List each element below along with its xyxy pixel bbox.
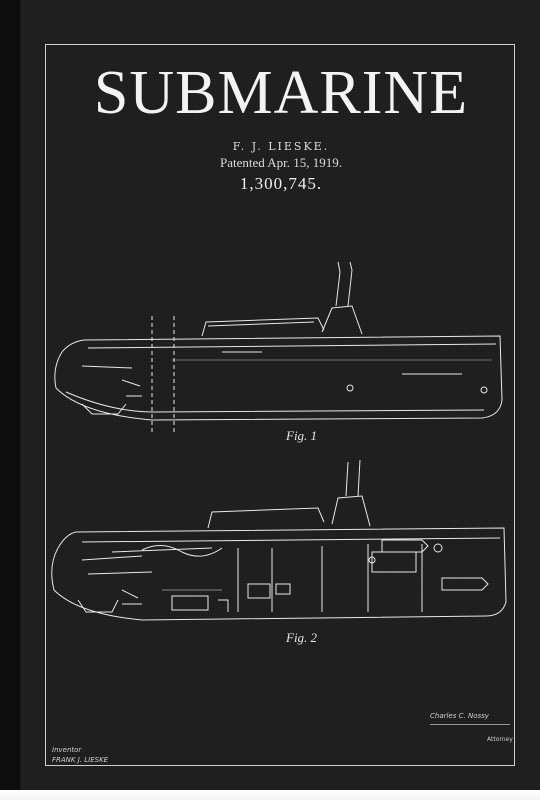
- inner-border-frame: [45, 44, 515, 766]
- fig2-label: Fig. 2: [286, 630, 318, 645]
- attorney-signature: Charles C. Nossy: [430, 712, 489, 720]
- fig1-label: Fig. 1: [286, 428, 318, 443]
- attorney-heading: Attorney: [487, 736, 513, 743]
- canvas-edge-left: [0, 0, 22, 800]
- attorney-signature-line: [430, 724, 510, 725]
- blueprint-canvas: [22, 0, 540, 792]
- poster-title: SUBMARINE: [93, 59, 469, 127]
- patent-number: 1,300,745.: [239, 174, 323, 193]
- inventor-name: F. J. LIESKE.: [232, 140, 330, 153]
- fig1-submarine-side-view: [54, 261, 503, 432]
- submarine-drawings: [51, 261, 507, 621]
- inventor-signature-name: FRANK J. LIESKE: [52, 756, 109, 764]
- fig2-submarine-section-view: [51, 459, 507, 621]
- patent-date: Patented Apr. 15, 1919.: [219, 155, 343, 170]
- inventor-signature-block: Inventor FRANK J. LIESKE: [52, 745, 108, 765]
- canvas-bottom-shadow: [0, 790, 540, 800]
- canvas-edge-shade: [18, 0, 23, 800]
- inventor-heading: Inventor: [52, 746, 82, 754]
